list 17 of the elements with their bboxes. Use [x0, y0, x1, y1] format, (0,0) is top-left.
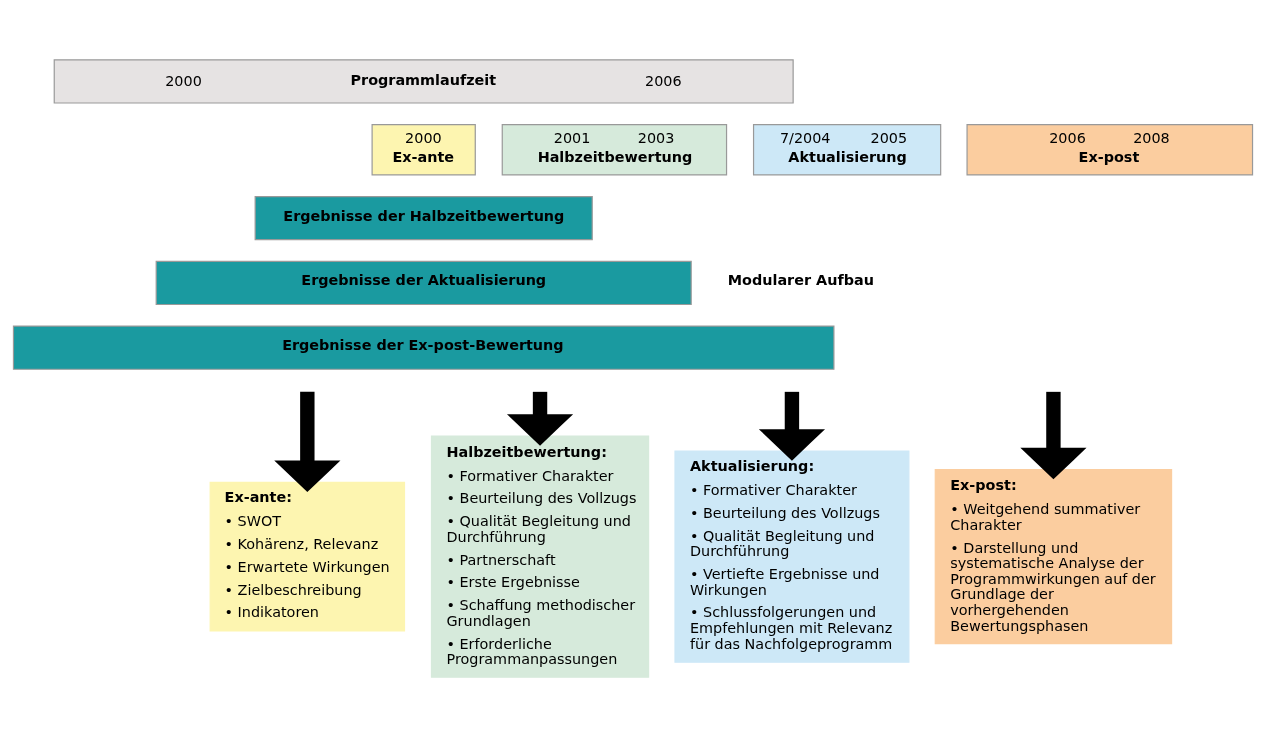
node-box: Ergebnisse der Aktualisierung [155, 260, 692, 305]
node-box: Ex-post: • Weitgehend summativer Charakter • Darstellung und systematische Analyse der Programmwirkungen auf der Grundlage der vorhergehenden Bewertungsphasen [934, 468, 1173, 644]
node-box: 2000 Ex-ante [371, 123, 476, 176]
label: Modularer Aufbau [727, 271, 874, 288]
node-box: Ergebnisse der Halbzeitbewertung [254, 195, 593, 240]
node-box: 2001 2003 Halbzeitbewertung [501, 123, 728, 176]
node-box: 2006 2008 Ex-post [966, 123, 1254, 176]
arrow [1020, 391, 1087, 479]
arrow [758, 391, 826, 461]
arrow [274, 391, 341, 492]
node-box: 2000 Programmlaufzeit 2006 [53, 58, 794, 104]
arrow [506, 391, 574, 446]
node-box: Aktualisierung: • Formativer Charakter • Beurteilung des Vollzugs • Qualität Begleitung und Durchführung • Vertiefte Ergebnisse und Wirkungen • Schlussfolgerungen und Empfehlungen mit Relevanz für das Nachfolgeprogramm [674, 450, 910, 663]
node-box: Ex-ante: • SWOT • Kohärenz, Relevanz • Erwartete Wirkungen • Zielbeschreibung • Indikatoren [209, 481, 406, 632]
node-box: 7/2004 2005 Aktualisierung [752, 123, 942, 176]
node-box: Halbzeitbewertung: • Formativer Charakter • Beurteilung des Vollzugs • Qualität Begleitung und Durchführung • Partnerschaft • Erste Ergebnisse • Schaffung methodischer Grundlagen • Erforderliche Programmanpassungen [430, 435, 650, 678]
node-box: Ergebnisse der Ex-post-Bewertung [12, 325, 835, 370]
